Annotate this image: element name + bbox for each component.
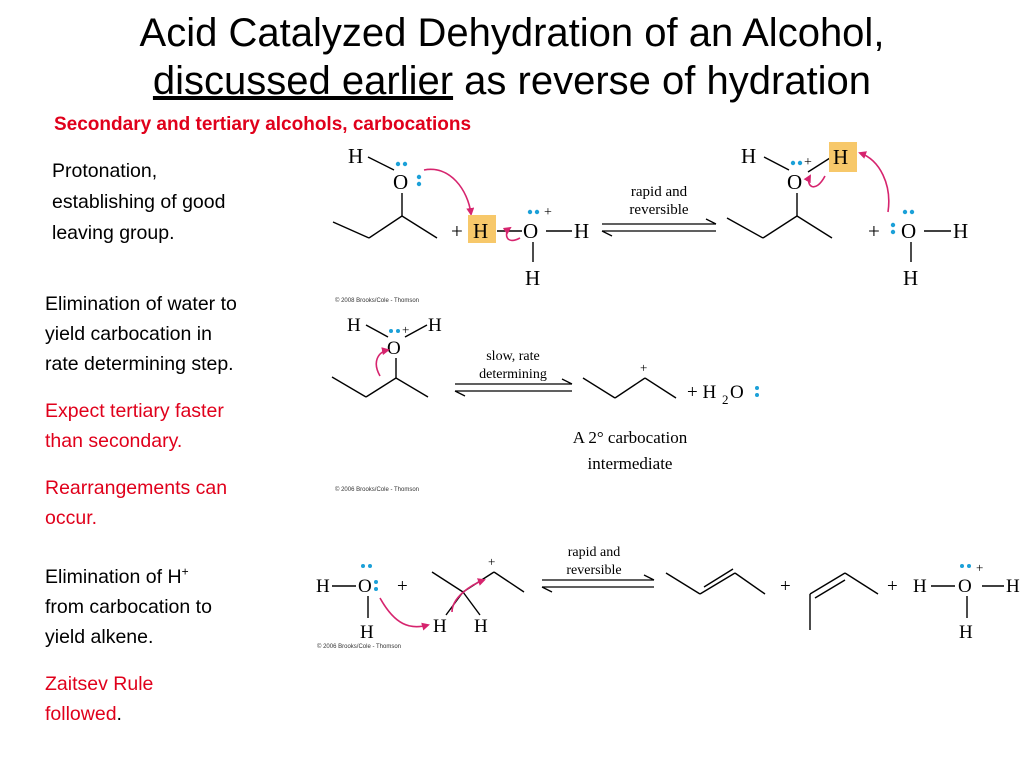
atom-o: O	[393, 170, 408, 194]
svg-text:O: O	[358, 576, 372, 597]
step3-line: Elimination of H+	[45, 564, 189, 589]
highlight-h	[468, 215, 496, 243]
title-line-1: Acid Catalyzed Dehydration of an Alcohol…	[139, 11, 885, 55]
step2-line: Elimination of water to	[45, 293, 237, 315]
svg-text:O: O	[958, 576, 972, 597]
step3-description: Elimination of H+ from carbocation to yi…	[45, 562, 212, 652]
svg-text:+: +	[887, 576, 898, 597]
step3-line: from carbocation to	[45, 596, 212, 618]
svg-text:O: O	[730, 382, 744, 403]
svg-text:O: O	[387, 338, 401, 359]
step1-description: Protonation, establishing of good leavin…	[52, 156, 225, 249]
note-line: occur.	[45, 507, 98, 529]
curved-arrow	[423, 168, 475, 216]
title-line-2-rest: as reverse of hydration	[453, 59, 872, 103]
note-line: Expect tertiary faster	[45, 400, 224, 422]
copyright-note: © 2006 Brooks/Cole - Thomson	[335, 486, 419, 493]
svg-text:H: H	[574, 219, 589, 243]
carbocation-label: A 2° carbocation	[573, 428, 688, 447]
svg-text:+: +	[488, 554, 495, 569]
svg-text:O: O	[901, 219, 916, 243]
carbocation	[582, 377, 677, 399]
arrow-label: reversible	[566, 563, 621, 578]
svg-text:H: H	[903, 266, 918, 290]
note-line: than secondary.	[45, 430, 183, 452]
svg-text:+: +	[976, 560, 983, 575]
svg-text:+: +	[402, 322, 409, 337]
copyright-note: © 2006 Brooks/Cole - Thomson	[317, 643, 401, 650]
equilibrium-arrow	[601, 218, 717, 237]
svg-text:O: O	[787, 170, 802, 194]
step3-line: yield alkene.	[45, 626, 154, 648]
svg-text:H: H	[833, 145, 848, 169]
svg-text:+: +	[397, 576, 408, 597]
svg-text:H: H	[959, 622, 973, 643]
atom-h: H	[348, 144, 363, 168]
svg-text:H: H	[473, 219, 488, 243]
note-line: followed.	[45, 703, 122, 725]
svg-text:H: H	[741, 144, 756, 168]
lone-pair-dots	[395, 161, 422, 187]
svg-text:H: H	[525, 266, 540, 290]
svg-text:H: H	[316, 576, 330, 597]
title-line-2: discussed earlier as reverse of hydratio…	[0, 58, 1024, 104]
svg-text:H: H	[347, 315, 361, 336]
svg-text:H: H	[433, 616, 447, 637]
svg-text:+: +	[451, 219, 463, 243]
step2-note-tertiary: Expect tertiary faster than secondary.	[45, 396, 224, 456]
cis-alkene	[809, 572, 879, 630]
step2-line: rate determining step.	[45, 353, 234, 375]
arrow-label: slow, rate	[486, 349, 540, 364]
svg-text:+: +	[868, 219, 880, 243]
step2-note-rearrangement: Rearrangements can occur.	[45, 473, 227, 533]
svg-text:+: +	[544, 205, 552, 220]
svg-text:H: H	[360, 622, 374, 643]
discussed-earlier-link[interactable]: discussed earlier	[152, 59, 454, 103]
svg-text:H: H	[953, 219, 968, 243]
svg-text:H: H	[1006, 576, 1020, 597]
svg-text:H: H	[474, 616, 488, 637]
trans-alkene	[665, 568, 766, 595]
svg-text:+ H: + H	[687, 382, 716, 403]
plus-superscript: +	[181, 564, 189, 579]
carbocation-label: intermediate	[588, 454, 673, 473]
svg-text:+: +	[640, 360, 647, 375]
svg-text:O: O	[523, 219, 538, 243]
note-line: Zaitsev Rule	[45, 673, 154, 695]
svg-text:H: H	[428, 315, 442, 336]
arrow-label: rapid and	[631, 184, 688, 200]
step1-line: leaving group.	[52, 222, 175, 244]
arrow-label: reversible	[629, 202, 688, 218]
arrow-label: determining	[479, 367, 547, 382]
svg-text:2: 2	[722, 392, 729, 407]
reactant-alcohol	[332, 156, 438, 239]
note-line: Rearrangements can	[45, 477, 228, 499]
svg-text:+: +	[780, 576, 791, 597]
svg-text:H: H	[913, 576, 927, 597]
step1-line: Protonation,	[52, 160, 158, 182]
step3-note: Zaitsev Rule followed.	[45, 669, 153, 729]
arrow-label: rapid and	[568, 545, 620, 560]
copyright-note: © 2008 Brooks/Cole - Thomson	[335, 297, 419, 304]
step2-description: Elimination of water to yield carbocatio…	[45, 289, 237, 379]
svg-text:+: +	[804, 155, 812, 170]
subtitle: Secondary and tertiary alcohols, carboca…	[54, 114, 472, 135]
step1-line: establishing of good	[52, 191, 226, 213]
step2-line: yield carbocation in	[45, 323, 212, 345]
